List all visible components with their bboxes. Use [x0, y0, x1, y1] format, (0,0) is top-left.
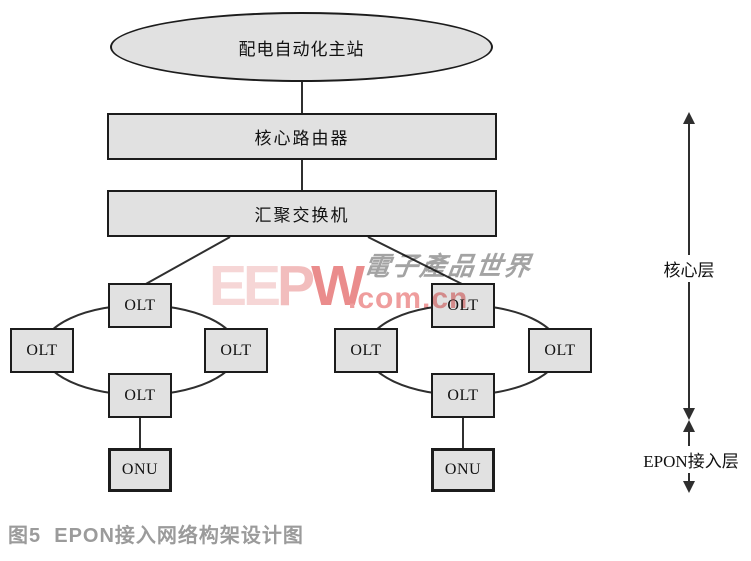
- node-label: ONU: [121, 461, 159, 478]
- node-olt-ring1-left: OLT: [10, 328, 74, 373]
- node-label: OLT: [124, 296, 156, 314]
- connector-switch-to-ring1: [143, 236, 231, 286]
- node-label: OLT: [220, 341, 252, 359]
- node-label: OLT: [544, 341, 576, 359]
- node-label: OLT: [124, 386, 156, 404]
- node-onu-right: ONU: [431, 448, 495, 492]
- epon-layer-arrowhead-down: [683, 481, 695, 493]
- node-olt-ring2-left: OLT: [334, 328, 398, 373]
- node-label: OLT: [26, 341, 58, 359]
- node-label: OLT: [350, 341, 382, 359]
- figure-caption: 图5 EPON接入网络构架设计图: [8, 525, 304, 547]
- node-label: ONU: [444, 461, 482, 478]
- core-layer-arrowhead-down: [683, 408, 695, 420]
- node-label: 核心路由器: [254, 129, 350, 148]
- node-core-router: 核心路由器: [107, 113, 497, 160]
- node-label: OLT: [447, 386, 479, 404]
- core-layer-arrowhead-up: [683, 112, 695, 124]
- node-label: 汇聚交换机: [254, 206, 350, 225]
- node-label: 配电自动化主站: [238, 39, 365, 59]
- node-olt-ring1-top: OLT: [108, 283, 172, 328]
- connector-switch-to-ring2: [367, 236, 465, 286]
- node-olt-ring2-bottom: OLT: [431, 373, 495, 418]
- node-onu-left: ONU: [108, 448, 172, 492]
- epon-layer-arrowhead-up: [683, 420, 695, 432]
- node-master-station: 配电自动化主站: [110, 12, 493, 82]
- node-olt-ring1-bottom: OLT: [108, 373, 172, 418]
- node-olt-ring1-right: OLT: [204, 328, 268, 373]
- node-label: OLT: [447, 296, 479, 314]
- label-epon-access-layer: EPON接入层: [640, 446, 742, 473]
- node-aggregation-switch: 汇聚交换机: [107, 190, 497, 237]
- node-olt-ring2-top: OLT: [431, 283, 495, 328]
- label-core-layer: 核心层: [660, 255, 718, 282]
- node-olt-ring2-right: OLT: [528, 328, 592, 373]
